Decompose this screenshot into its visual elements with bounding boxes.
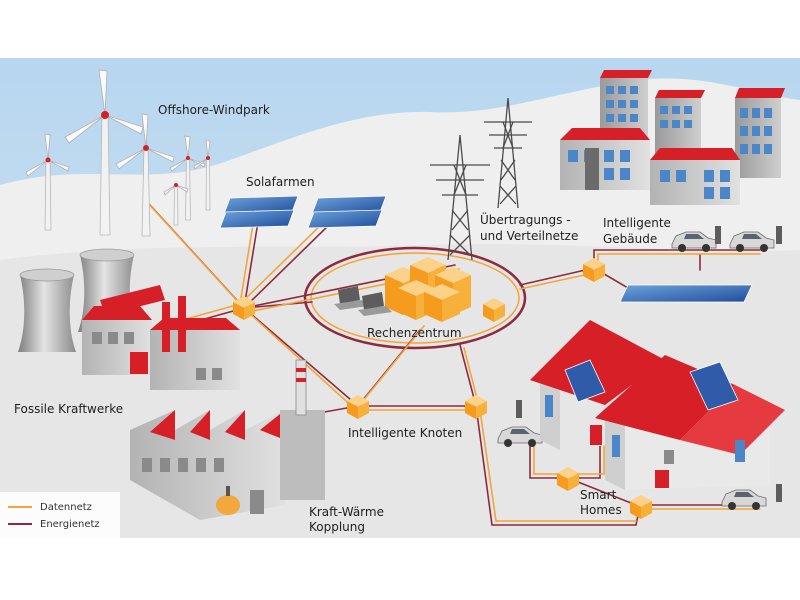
factory-icon [82,285,240,390]
label-intelligente-knoten: Intelligente Knoten [348,426,463,440]
server-icon [385,257,471,322]
label-rechenzentrum: Rechenzentrum [367,326,462,340]
label-intelligente-gebaeude-line1: Intelligente [603,216,671,230]
label-uebertragungs-line2: und Verteilnetze [480,229,579,243]
chp-plant-icon [130,359,325,520]
charging-station-icon [516,226,782,502]
legend-label-energienetz: Energienetz [40,518,100,530]
legend-item-datennetz: Datennetz [8,500,100,514]
legend-swatch-energienetz [8,523,32,525]
cooling-tower-icon [18,248,136,352]
laptop-icon [334,286,392,316]
label-smart-homes-line1: Smart [580,488,617,502]
label-intelligente-gebaeude-line2: Gebäude [603,232,658,246]
legend: Datennetz Energienetz [8,500,100,534]
legend-item-energienetz: Energienetz [8,517,100,531]
label-solafarmen: Solafarmen [246,175,315,189]
car-icon [497,231,775,510]
node-cube-icon [233,258,652,519]
legend-label-datennetz: Datennetz [40,501,92,513]
house-icon [530,320,785,490]
legend-background [0,492,120,538]
legend-swatch-datennetz [8,506,32,508]
hub-ring [303,246,527,350]
solar-panel-icon [219,195,753,303]
label-uebertragungs-line1: Übertragungs - [480,213,571,227]
label-smart-homes-line2: Homes [580,503,622,517]
pylon-icon [430,97,532,261]
label-offshore-windpark: Offshore-Windpark [158,103,270,117]
label-kwk-line2: Kopplung [309,520,366,534]
label-fossile-kraftwerke: Fossile Kraftwerke [14,402,124,416]
hub-ring-data [310,252,520,344]
label-kwk-line1: Kraft-Wärme [309,505,384,519]
office-building-icon [560,70,785,205]
wind-turbine-icon [25,69,211,237]
